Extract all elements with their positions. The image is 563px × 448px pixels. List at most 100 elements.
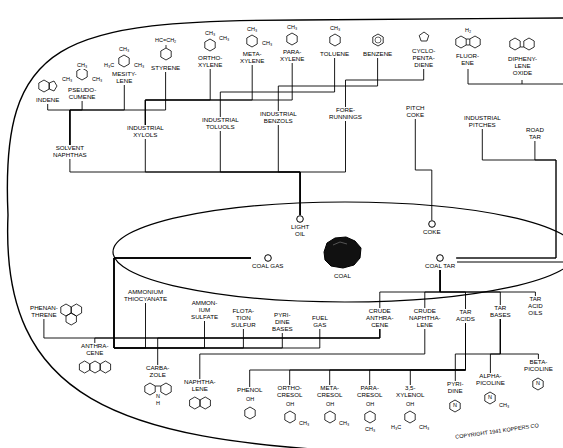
product-label: PSEUDO- CUMENE <box>67 87 97 101</box>
connector <box>114 258 251 348</box>
connector <box>456 141 556 258</box>
product-label: PARA- XYLENE <box>279 49 305 63</box>
node-text: INDUSTRIAL BENZOLS <box>260 111 297 125</box>
node-text: PHENAN- THRENE <box>30 305 58 319</box>
product-label: FLOTA- TION SULFUR <box>230 308 257 329</box>
connector <box>95 329 380 343</box>
connector <box>330 323 466 385</box>
product-label: PYRI- DINE BASES <box>271 312 294 333</box>
node-text: TAR ACID OILS <box>528 296 543 317</box>
product-label: TAR ACID OILS <box>527 296 544 317</box>
formula-label: CH₃ <box>205 31 215 37</box>
connector <box>425 270 440 308</box>
node-text: INDENE <box>36 97 59 104</box>
source-circle <box>428 220 436 228</box>
connector <box>440 270 500 305</box>
node-text: INDUSTRIAL TOLUOLS <box>202 117 239 131</box>
connector <box>220 131 300 215</box>
node-text: COKE <box>423 229 441 236</box>
node-text: PYRI- DINE BASES <box>272 312 293 333</box>
node-text: TAR BASES <box>490 305 511 319</box>
product-label: FORE- RUNNINGS <box>328 107 363 121</box>
node-text: STYRENE <box>151 65 180 72</box>
product-label: FUEL GAS <box>311 315 329 329</box>
connector <box>114 258 251 348</box>
node-text: CYCLO- PENTA- DIENE <box>412 48 435 69</box>
product-label: PHENOL <box>236 387 263 394</box>
node-text: AMMON- IUM SULFATE <box>191 300 218 321</box>
formula-label: OH <box>406 402 414 408</box>
node-text: SOLVENT NAPHTHAS <box>53 145 87 159</box>
product-label: COAL <box>333 273 352 280</box>
connector <box>145 65 252 125</box>
node-text: ANTHRA- CENE <box>81 343 109 357</box>
product-label: PITCH COKE <box>405 105 426 119</box>
formula-label: CH₃ <box>92 77 102 83</box>
formula-label: CH₃ <box>330 26 340 32</box>
source-node: COAL GAS <box>251 254 284 270</box>
node-text: PYRI- DINE <box>447 381 464 395</box>
structure-icon <box>39 32 543 423</box>
connector <box>456 129 556 258</box>
source-circle <box>264 254 272 262</box>
formula-label: CH₃ <box>134 63 144 69</box>
product-label: STYRENE <box>150 65 181 72</box>
node-text: ROAD TAR <box>526 127 544 141</box>
formula-label: CH₃ <box>365 427 375 433</box>
formula-label: CH₃ <box>62 77 72 83</box>
product-label: TAR ACIDS <box>455 309 476 323</box>
node-text: PHENOL <box>237 387 262 394</box>
connector <box>300 121 345 215</box>
formula-label: H₃C <box>391 425 401 431</box>
formula-label: CH₃ <box>119 47 129 53</box>
node-text: ORTHO- XYLENE <box>198 55 222 69</box>
connector <box>278 125 300 215</box>
product-label: INDUSTRIAL PITCHES <box>463 115 502 129</box>
source-circle <box>436 254 444 262</box>
product-label: MESITY- LENE <box>111 71 138 85</box>
product-label: AMMONIUM THIOCYANATE <box>123 289 168 303</box>
node-text: BENZENE <box>363 51 392 58</box>
product-label: CRUDE NAPHTHA- LENE <box>408 308 442 329</box>
outer-outline <box>7 18 563 215</box>
product-label: ORTHO- XYLENE <box>197 55 223 69</box>
node-text: META- CRESOL <box>317 385 342 399</box>
node-text: ALPHA- PICOLINE <box>476 373 505 387</box>
product-label: ORTHO- CRESOL <box>276 385 303 399</box>
coal-lump-highlight <box>333 242 347 245</box>
node-text: COAL TAR <box>425 263 455 270</box>
node-text: INDUSTRIAL XYLOLS <box>127 125 164 139</box>
node-text: PARA- CRESOL <box>357 385 382 399</box>
node-text: LIGHT OIL <box>291 224 309 238</box>
formula-label: CH₃ <box>299 421 309 427</box>
node-text: PITCH COKE <box>406 105 425 119</box>
connector <box>290 323 466 385</box>
product-label: INDUSTRIAL TOLUOLS <box>201 117 240 131</box>
node-text: AMMONIUM THIOCYANATE <box>124 289 167 303</box>
connector <box>455 319 500 381</box>
node-text: COAL GAS <box>252 263 283 270</box>
formula-label: OH <box>366 402 374 408</box>
connector <box>500 319 538 359</box>
product-label: INDENE <box>35 97 60 104</box>
node-text: FUEL GAS <box>312 315 328 329</box>
product-label: NAPHTHA- LENE <box>183 379 217 393</box>
connector <box>70 101 82 145</box>
formula-label: N <box>156 394 160 400</box>
formula-label: OH <box>246 397 254 403</box>
node-text: FORE- RUNNINGS <box>329 107 362 121</box>
formula-label: N <box>453 403 457 409</box>
outer-outline <box>8 215 563 448</box>
node-text: TOLUENE <box>320 51 349 58</box>
product-label: CYCLO- PENTA- DIENE <box>411 48 436 69</box>
connector <box>220 58 334 117</box>
inner-outline <box>113 202 563 302</box>
formula-label: H₃C <box>104 63 114 69</box>
product-label: AMMON- IUM SULFATE <box>190 300 219 321</box>
connector <box>48 104 70 145</box>
node-text: PARA- XYLENE <box>280 49 304 63</box>
node-text: CRUDE NAPHTHA- LENE <box>409 308 441 329</box>
formula-label: OH <box>326 402 334 408</box>
connector <box>440 270 535 296</box>
formula-label: H₂ <box>465 28 471 34</box>
